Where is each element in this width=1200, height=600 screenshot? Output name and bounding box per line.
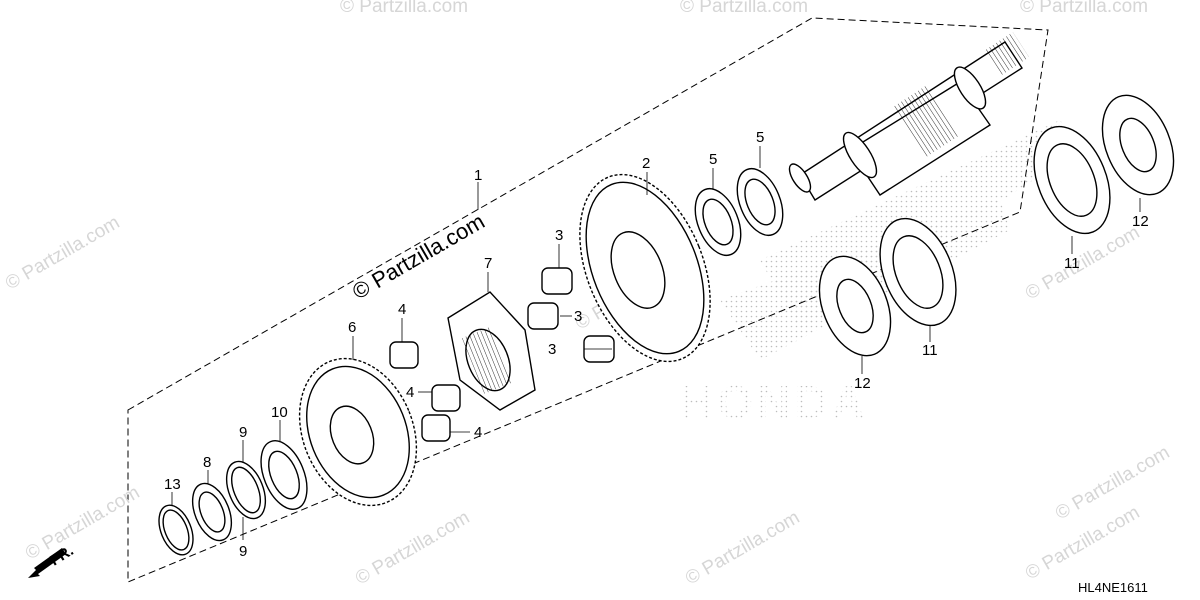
circlips-9 <box>225 460 267 520</box>
watermark-text: © Partzilla.com <box>682 507 803 589</box>
watermark-text: © Partzilla.com <box>1022 222 1143 304</box>
callout-9: 9 <box>239 424 247 441</box>
springs-4 <box>389 341 461 442</box>
watermark-text: © Partzilla.com <box>1020 0 1148 17</box>
callout-13: 13 <box>164 476 181 493</box>
callout-5: 5 <box>756 129 764 146</box>
callout-3: 3 <box>555 227 563 244</box>
watermark-group: © Partzilla.com © Partzilla.com © Partzi… <box>2 0 1173 589</box>
watermark-text: © Partzilla.com <box>22 482 143 564</box>
center-watermark: © Partzilla.com <box>348 209 489 305</box>
gear-2 <box>579 173 711 363</box>
watermark-text: © Partzilla.com <box>680 0 808 17</box>
washer-8 <box>191 482 233 542</box>
callout-5: 5 <box>709 151 717 168</box>
brand-watermark: HONDA <box>680 376 869 428</box>
callout-4: 4 <box>406 384 414 401</box>
watermark-text: © Partzilla.com <box>340 0 468 17</box>
callout-2: 2 <box>642 155 650 172</box>
callout-10: 10 <box>271 404 288 421</box>
bearing-12-upper <box>1101 94 1175 196</box>
bearing-11-lower <box>879 217 957 327</box>
gear-6 <box>298 357 418 507</box>
callout-7: 7 <box>484 255 492 272</box>
callout-1: 1 <box>474 167 482 184</box>
watermark-text: © Partzilla.com <box>2 212 123 294</box>
splined-washer-10 <box>260 440 308 510</box>
bearing-12-lower <box>818 255 892 357</box>
bearing-11-upper <box>1033 125 1111 235</box>
callout-6: 6 <box>348 319 356 336</box>
callout-4: 4 <box>398 301 406 318</box>
callout-11: 11 <box>922 342 938 359</box>
callouts: 1 2 3 3 3 4 4 4 5 5 6 7 8 9 9 10 11 11 1… <box>164 129 1149 560</box>
main-shaft <box>788 32 1030 201</box>
watermark-text: © Partzilla.com <box>1052 442 1173 524</box>
hub-7 <box>447 291 536 411</box>
watermark-text: © Partzilla.com <box>352 507 473 589</box>
callout-3: 3 <box>574 308 582 325</box>
assembly-outline <box>127 17 1049 583</box>
callout-9: 9 <box>239 543 247 560</box>
callout-12: 12 <box>1132 213 1149 230</box>
callout-12: 12 <box>854 375 871 392</box>
washers-5 <box>694 167 784 257</box>
watermark-text: © Partzilla.com <box>1022 502 1143 584</box>
callout-3: 3 <box>548 341 556 358</box>
callout-4: 4 <box>474 424 482 441</box>
callout-8: 8 <box>203 454 211 471</box>
snap-ring-13 <box>158 504 194 556</box>
diagram-code: HL4NE1611 <box>1078 580 1148 595</box>
leader-lines <box>171 146 1141 540</box>
callout-11: 11 <box>1064 255 1080 272</box>
